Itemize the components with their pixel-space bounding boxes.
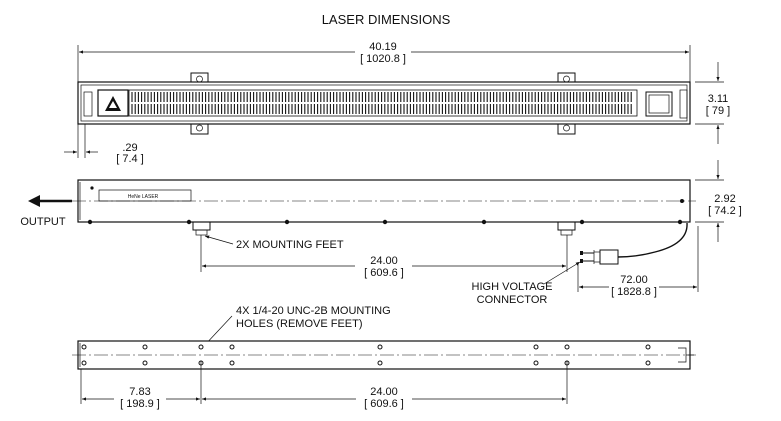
mount-tab [557,123,576,135]
screw [382,219,388,225]
bottom-spacing-in: 24.00 [370,386,398,398]
mounting-feet-label: 2X MOUNTING FEET [236,239,344,251]
cable-length-mm: [ 1828.8 ] [611,286,657,298]
mounting-hole [377,344,383,350]
feet-spacing-mm: [ 609.6 ] [364,267,404,279]
holes-note-line2: HOLES (REMOVE FEET) [236,318,363,330]
side-height-mm: [ 74.2 ] [708,205,742,217]
hv-connector [599,249,619,265]
holes-note-line1: 4X 1/4-20 UNC-2B MOUNTING [236,305,391,317]
bottom-spacing-mm: [ 609.6 ] [364,398,404,410]
mounting-hole [142,344,148,350]
cable-length-in: 72.00 [620,274,648,286]
hv-label-line2: CONNECTOR [477,294,548,306]
screw [284,219,290,225]
vent-slots [128,89,638,117]
overall-length-in: 40.19 [369,41,397,53]
top-view: 40.19 [ 1020.8 ] 3.11 [ 79 ] [64,41,730,165]
height-in: 3.11 [708,93,729,105]
mounting-foot [192,221,211,231]
mounting-hole [229,344,235,350]
mounting-hole [645,344,651,350]
mounting-hole [564,344,570,350]
right-label-plate [645,91,673,117]
mounting-foot [557,221,576,231]
hv-cable [617,222,688,258]
output-label: OUTPUT [20,216,66,228]
bottom-view: 4X 1/4-20 UNC-2B MOUNTING HOLES (REMOVE … [72,305,696,410]
mounting-hole [645,360,651,366]
height-mm: [ 79 ] [706,105,730,117]
mounting-hole [533,344,539,350]
feet-spacing-in: 24.00 [370,255,398,267]
page-title: LASER DIMENSIONS [322,12,451,27]
mounting-hole [198,344,204,350]
mount-tab [190,123,209,135]
hv-label-line1: HIGH VOLTAGE [472,281,553,293]
offset-mm: [ 7.4 ] [116,153,144,165]
screw [87,219,93,225]
mounting-hole [229,360,235,366]
screw [186,219,192,225]
screw [481,219,487,225]
mounting-hole [81,360,87,366]
side-view: HeNe LASER OUTPUT 2.92 [ 74.2 ] 2X MOUNT… [20,160,742,306]
mounting-hole [377,360,383,366]
output-arrow-icon [28,195,40,207]
screw [677,219,683,225]
overall-length-mm: [ 1020.8 ] [360,53,406,65]
bottom-offset-in: 7.83 [129,386,150,398]
mounting-hole [81,344,87,350]
hene-badge-text: HeNe LASER [128,194,159,200]
bottom-offset-mm: [ 198.9 ] [120,398,160,410]
mounting-hole [533,360,539,366]
output-end-cap [83,91,93,117]
side-height-in: 2.92 [714,193,735,205]
hene-badge [98,189,192,202]
mounting-hole [142,360,148,366]
screw [579,219,585,225]
offset-in: .29 [122,142,137,154]
